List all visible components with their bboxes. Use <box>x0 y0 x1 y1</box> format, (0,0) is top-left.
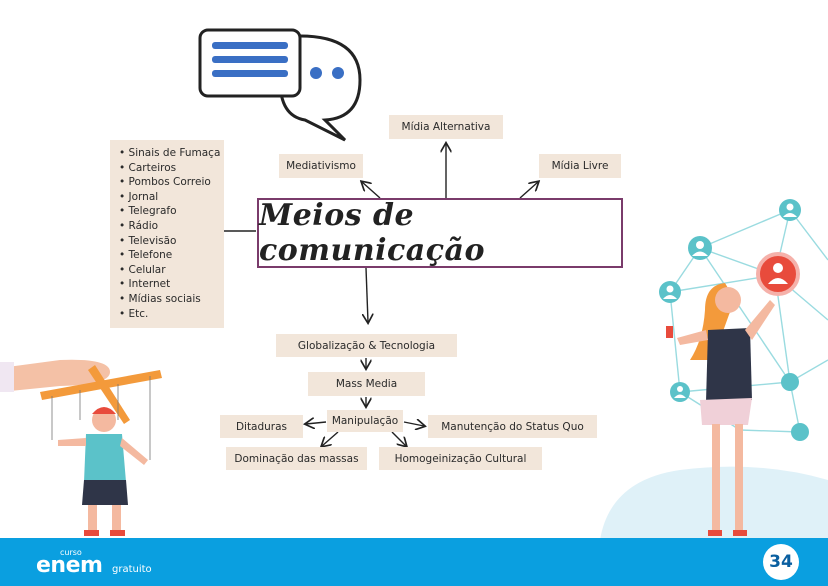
list-item: Etc. <box>119 307 224 322</box>
page-number-badge: 34 <box>763 544 799 580</box>
puppet-illustration <box>0 359 162 536</box>
connector-arrows <box>214 144 538 446</box>
footer-bar <box>0 538 828 586</box>
network-node <box>781 373 799 391</box>
node-midia-livre: Mídia Livre <box>539 154 621 178</box>
arrow-to-midia-livre <box>519 182 538 199</box>
list-item: Pombos Correio <box>119 175 224 190</box>
node-dominacao: Dominação das massas <box>226 447 367 470</box>
node-label: Globalização & Tecnologia <box>297 339 436 352</box>
logo-enem: enem <box>36 553 103 578</box>
node-label: Mídia Alternativa <box>401 121 491 133</box>
highlighted-user-node <box>756 252 800 296</box>
media-list-box: Sinais de Fumaça Carteiros Pombos Correi… <box>110 140 224 328</box>
list-item: Jornal <box>119 190 224 205</box>
node-mediativismo: Mediativismo <box>279 154 363 178</box>
node-label: Manipulação <box>331 415 399 427</box>
media-list: Sinais de Fumaça Carteiros Pombos Correi… <box>119 146 224 321</box>
arrow-to-ditaduras <box>306 422 327 424</box>
page-number: 34 <box>769 552 793 572</box>
node-mass-media: Mass Media <box>308 372 425 396</box>
arrow-to-homogeinizacao <box>391 431 406 446</box>
node-label: Manutenção do Status Quo <box>441 420 584 433</box>
network-node <box>791 423 809 441</box>
node-label: Dominação das massas <box>234 452 359 465</box>
node-globalizacao: Globalização & Tecnologia <box>276 334 457 357</box>
arrow-to-mediativismo <box>362 182 381 199</box>
list-item: Telefone <box>119 248 224 263</box>
list-item: Rádio <box>119 219 224 234</box>
node-label: Mídia Livre <box>551 160 609 172</box>
woman-illustration <box>666 283 775 536</box>
list-item: Telegrafo <box>119 204 224 219</box>
list-item: Internet <box>119 277 224 292</box>
logo-curso: curso <box>60 548 82 557</box>
node-label: Mass Media <box>335 378 398 390</box>
node-status-quo: Manutenção do Status Quo <box>428 415 597 438</box>
node-label: Ditaduras <box>235 420 288 433</box>
arrow-to-globalizacao <box>366 267 368 322</box>
node-label: Mediativismo <box>286 160 356 172</box>
node-manipulacao: Manipulação <box>327 410 403 432</box>
list-item: Sinais de Fumaça <box>119 146 224 161</box>
logo-gratuito: gratuito <box>112 564 152 575</box>
node-homogeinizacao: Homogeinização Cultural <box>379 447 542 470</box>
node-ditaduras: Ditaduras <box>220 415 303 438</box>
central-title: Meios de comunicação <box>259 198 485 268</box>
list-item: Carteiros <box>119 161 224 176</box>
list-item: Mídias sociais <box>119 292 224 307</box>
arrow-to-status-quo <box>403 422 424 426</box>
arrow-to-dominacao <box>322 431 339 446</box>
node-label: Homogeinização Cultural <box>394 452 527 465</box>
list-item: Celular <box>119 263 224 278</box>
node-midia-alternativa: Mídia Alternativa <box>389 115 503 139</box>
list-item: Televisão <box>119 234 224 249</box>
central-title-box: Meios de comunicação <box>257 198 623 268</box>
speech-bubbles-icon <box>198 28 362 142</box>
